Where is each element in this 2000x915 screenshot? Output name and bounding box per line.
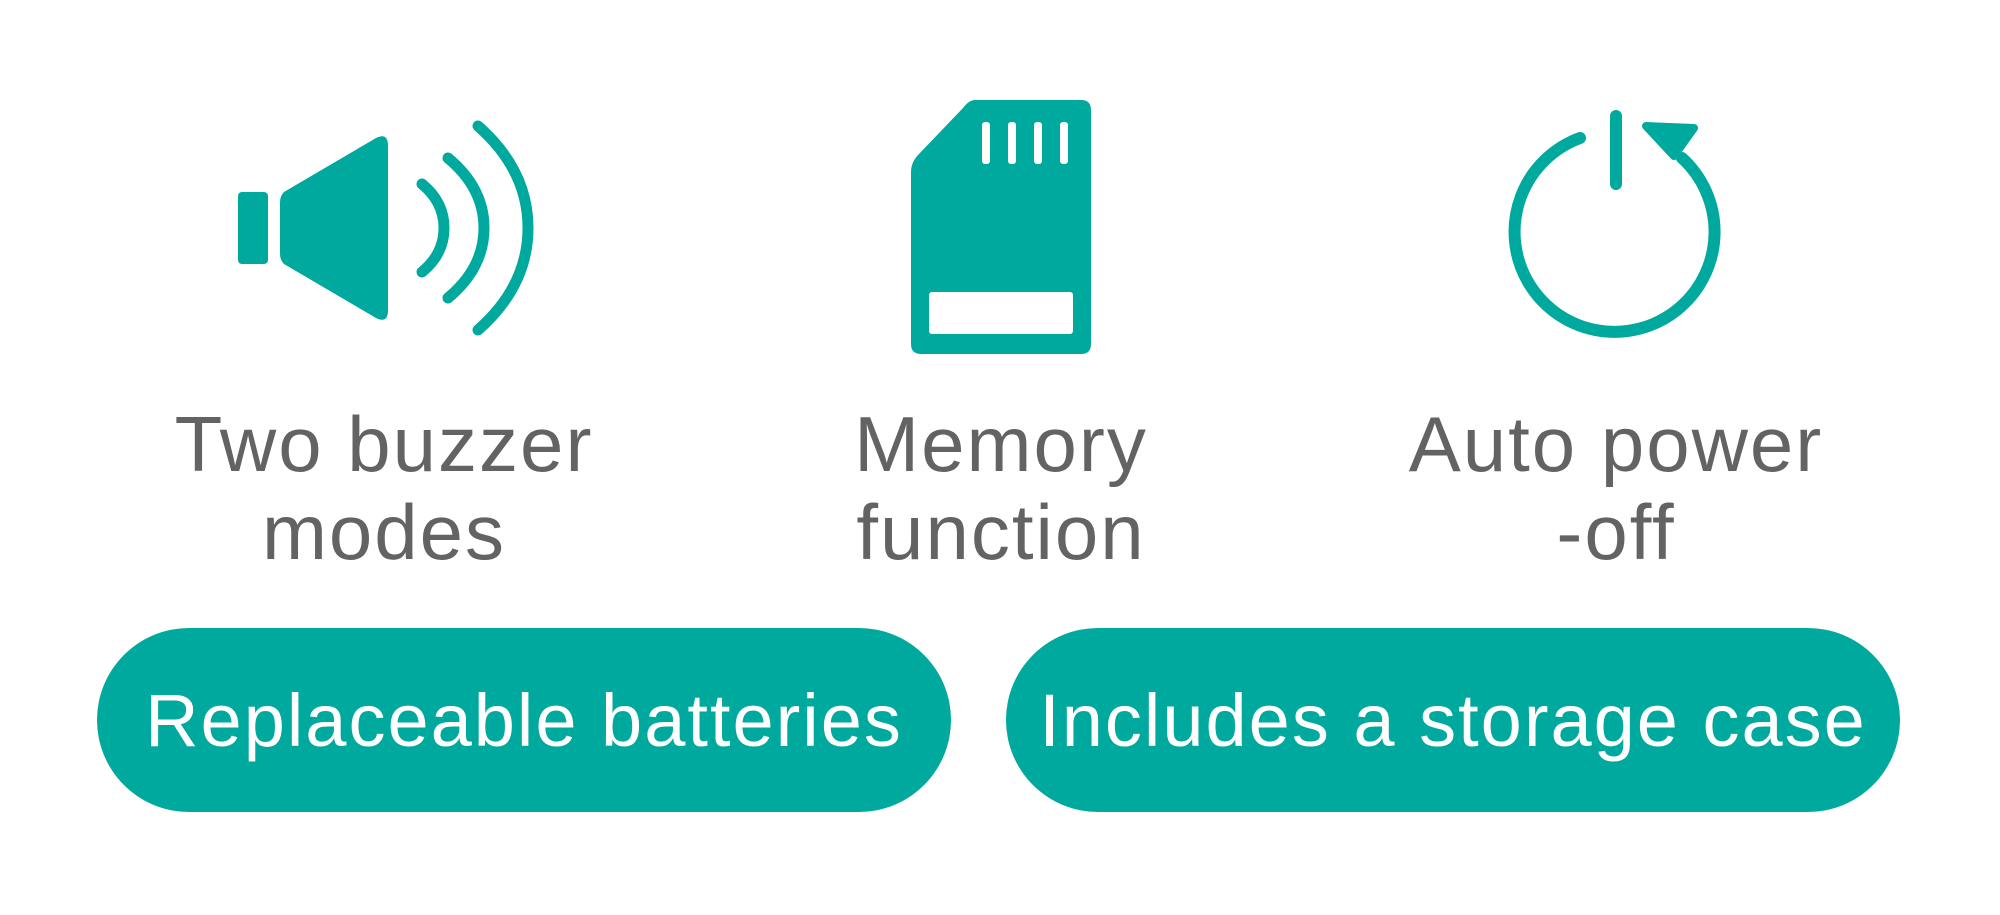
feature-label-line: -off <box>1556 488 1676 576</box>
feature-label-auto-power-off: Auto power -off <box>1356 400 1876 576</box>
badge-label: Replaceable batteries <box>145 678 903 762</box>
feature-label-buzzer: Two buzzer modes <box>124 400 644 576</box>
badge-storage-case: Includes a storage case <box>1006 628 1900 812</box>
feature-label-line: function <box>856 488 1146 576</box>
feature-label-memory: Memory function <box>741 400 1261 576</box>
feature-label-line: modes <box>261 488 507 576</box>
feature-label-line: Auto power <box>1408 400 1824 488</box>
speaker-icon <box>238 120 534 336</box>
memory-card-icon <box>911 100 1091 354</box>
badge-replaceable-batteries: Replaceable batteries <box>97 628 951 812</box>
feature-label-line: Memory <box>854 400 1148 488</box>
power-icon <box>1508 110 1721 338</box>
badge-label: Includes a storage case <box>1039 678 1867 762</box>
feature-label-line: Two buzzer <box>174 400 594 488</box>
